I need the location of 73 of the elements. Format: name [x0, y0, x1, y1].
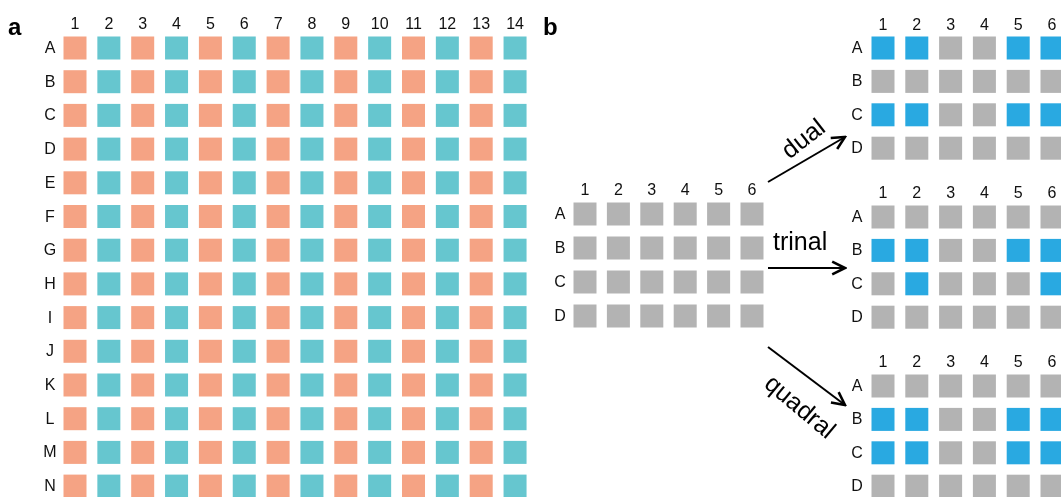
row-letter: B [850, 411, 864, 428]
row-letter: C [850, 106, 864, 123]
column-number: 9 [340, 16, 352, 32]
row-letter: C [850, 275, 864, 292]
column-number: 6 [1046, 185, 1058, 201]
arrow [767, 260, 847, 276]
row-letter: M [42, 444, 58, 461]
column-number: 2 [911, 17, 923, 33]
arrow [767, 135, 847, 183]
row-letter: D [43, 141, 57, 158]
column-number: 4 [978, 17, 990, 33]
column-number: 5 [1012, 354, 1024, 370]
row-letter: E [43, 174, 57, 191]
column-number: 1 [877, 185, 889, 201]
column-number: 1 [877, 354, 889, 370]
row-letter: K [43, 377, 57, 393]
row-letter: A [553, 206, 567, 222]
column-number: 1 [579, 182, 591, 198]
column-number: 5 [1012, 185, 1024, 201]
row-letter: B [43, 73, 57, 90]
arrow [767, 346, 847, 407]
column-number: 14 [505, 16, 525, 32]
row-letter: B [553, 240, 567, 256]
row-letter: G [42, 242, 58, 259]
column-number: 3 [137, 16, 149, 32]
column-number: 3 [945, 185, 957, 201]
column-number: 3 [646, 182, 658, 198]
row-letter: A [850, 209, 864, 225]
column-number: 10 [369, 16, 390, 32]
row-letter: B [850, 242, 864, 259]
row-letter: C [43, 107, 57, 124]
column-number: 8 [306, 16, 318, 32]
column-number: 11 [404, 16, 423, 32]
column-number: 6 [746, 182, 758, 198]
row-letter: C [553, 274, 567, 290]
column-number: 4 [978, 354, 990, 370]
column-number: 2 [103, 16, 115, 32]
row-letter: B [850, 73, 864, 90]
column-number: 5 [204, 16, 216, 32]
column-number: 7 [272, 16, 284, 32]
row-letter: D [850, 140, 864, 157]
column-number: 13 [471, 16, 492, 32]
column-number: 1 [877, 17, 889, 33]
row-letter: J [45, 343, 55, 360]
column-number: 4 [679, 182, 691, 198]
column-number: 6 [1046, 354, 1058, 370]
panel-letter: a [8, 14, 22, 40]
row-letter: D [850, 478, 864, 495]
row-letter: N [43, 478, 57, 495]
column-number: 4 [171, 16, 182, 32]
column-number: 6 [1046, 17, 1058, 33]
column-number: 4 [978, 185, 990, 201]
row-letter: A [43, 40, 57, 56]
column-number: 2 [911, 185, 923, 201]
row-letter: F [44, 208, 56, 225]
row-letter: L [44, 410, 56, 427]
column-number: 1 [69, 16, 81, 32]
column-number: 12 [437, 16, 458, 32]
column-number: 5 [1012, 17, 1024, 33]
panel-letter: b [543, 14, 558, 40]
column-number: 2 [612, 182, 624, 198]
row-letter: A [850, 40, 864, 56]
column-number: 5 [713, 182, 725, 198]
row-letter: D [553, 308, 567, 324]
column-number: 3 [945, 354, 957, 370]
row-letter: A [850, 378, 864, 394]
column-number: 6 [238, 16, 250, 32]
column-number: 3 [945, 17, 957, 33]
row-letter: I [46, 309, 54, 326]
row-letter: H [43, 275, 57, 292]
row-letter: C [850, 444, 864, 461]
column-number: 2 [911, 354, 923, 370]
row-letter: D [850, 309, 864, 326]
